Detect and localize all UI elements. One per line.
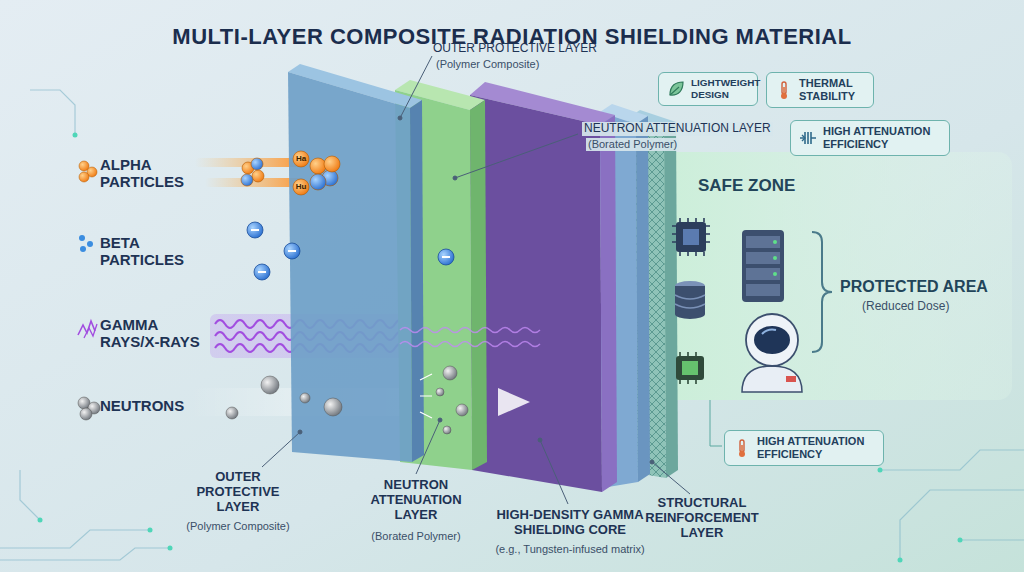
callout-label: ALPHA PARTICLES <box>100 156 190 191</box>
particle-label: Hu <box>293 182 309 191</box>
feature-badge: HIGH ATTENUATION EFFICIENCY <box>790 120 950 156</box>
callout-label: NEUTRONS <box>100 397 190 414</box>
callout-label: SAFE ZONE <box>698 176 838 196</box>
badge-text: HIGH ATTENUATION EFFICIENCY <box>757 435 875 461</box>
callout-label: (Borated Polymer) <box>356 530 476 543</box>
callout-label: NEUTRON ATTENUATION LAYER <box>582 122 773 136</box>
callout-label: (Polymer Composite) <box>436 58 596 71</box>
callout-label: (e.g., Tungsten-infused matrix) <box>466 543 674 556</box>
badge-text: LIGHTWEIGHT DESIGN <box>691 77 749 101</box>
badge-icon <box>666 79 686 99</box>
feature-badge: HIGH ATTENUATION EFFICIENCY <box>724 430 884 466</box>
callout-label: HIGH-DENSITY GAMMA SHIELDING CORE <box>478 508 662 538</box>
callout-label: (Polymer Composite) <box>168 520 308 533</box>
callout-label: OUTER PROTECTIVE LAYER <box>433 42 633 56</box>
badge-icon <box>732 438 752 458</box>
callout-label: NEUTRON ATTENUATION LAYER <box>364 478 468 523</box>
callout-label: BETA PARTICLES <box>100 234 190 269</box>
badge-text: HIGH ATTENUATION EFFICIENCY <box>823 125 941 151</box>
feature-badge: LIGHTWEIGHT DESIGN <box>658 72 758 106</box>
callout-label: (Borated Polymer) <box>586 138 679 151</box>
badge-icon <box>774 80 794 100</box>
feature-badge: THERMAL STABILITY <box>766 72 874 108</box>
badge-text: THERMAL STABILITY <box>799 77 865 103</box>
callout-label: STRUCTURAL REINFORCEMENT LAYER <box>640 496 764 541</box>
callout-label: OUTER PROTECTIVE LAYER <box>188 470 288 515</box>
callout-label: GAMMA RAYS/X-RAYS <box>100 316 210 351</box>
callout-label: PROTECTED AREA <box>840 278 1010 296</box>
badge-icon <box>798 128 818 148</box>
particle-label: Ha <box>293 154 309 163</box>
callout-label: (Reduced Dose) <box>862 300 992 314</box>
